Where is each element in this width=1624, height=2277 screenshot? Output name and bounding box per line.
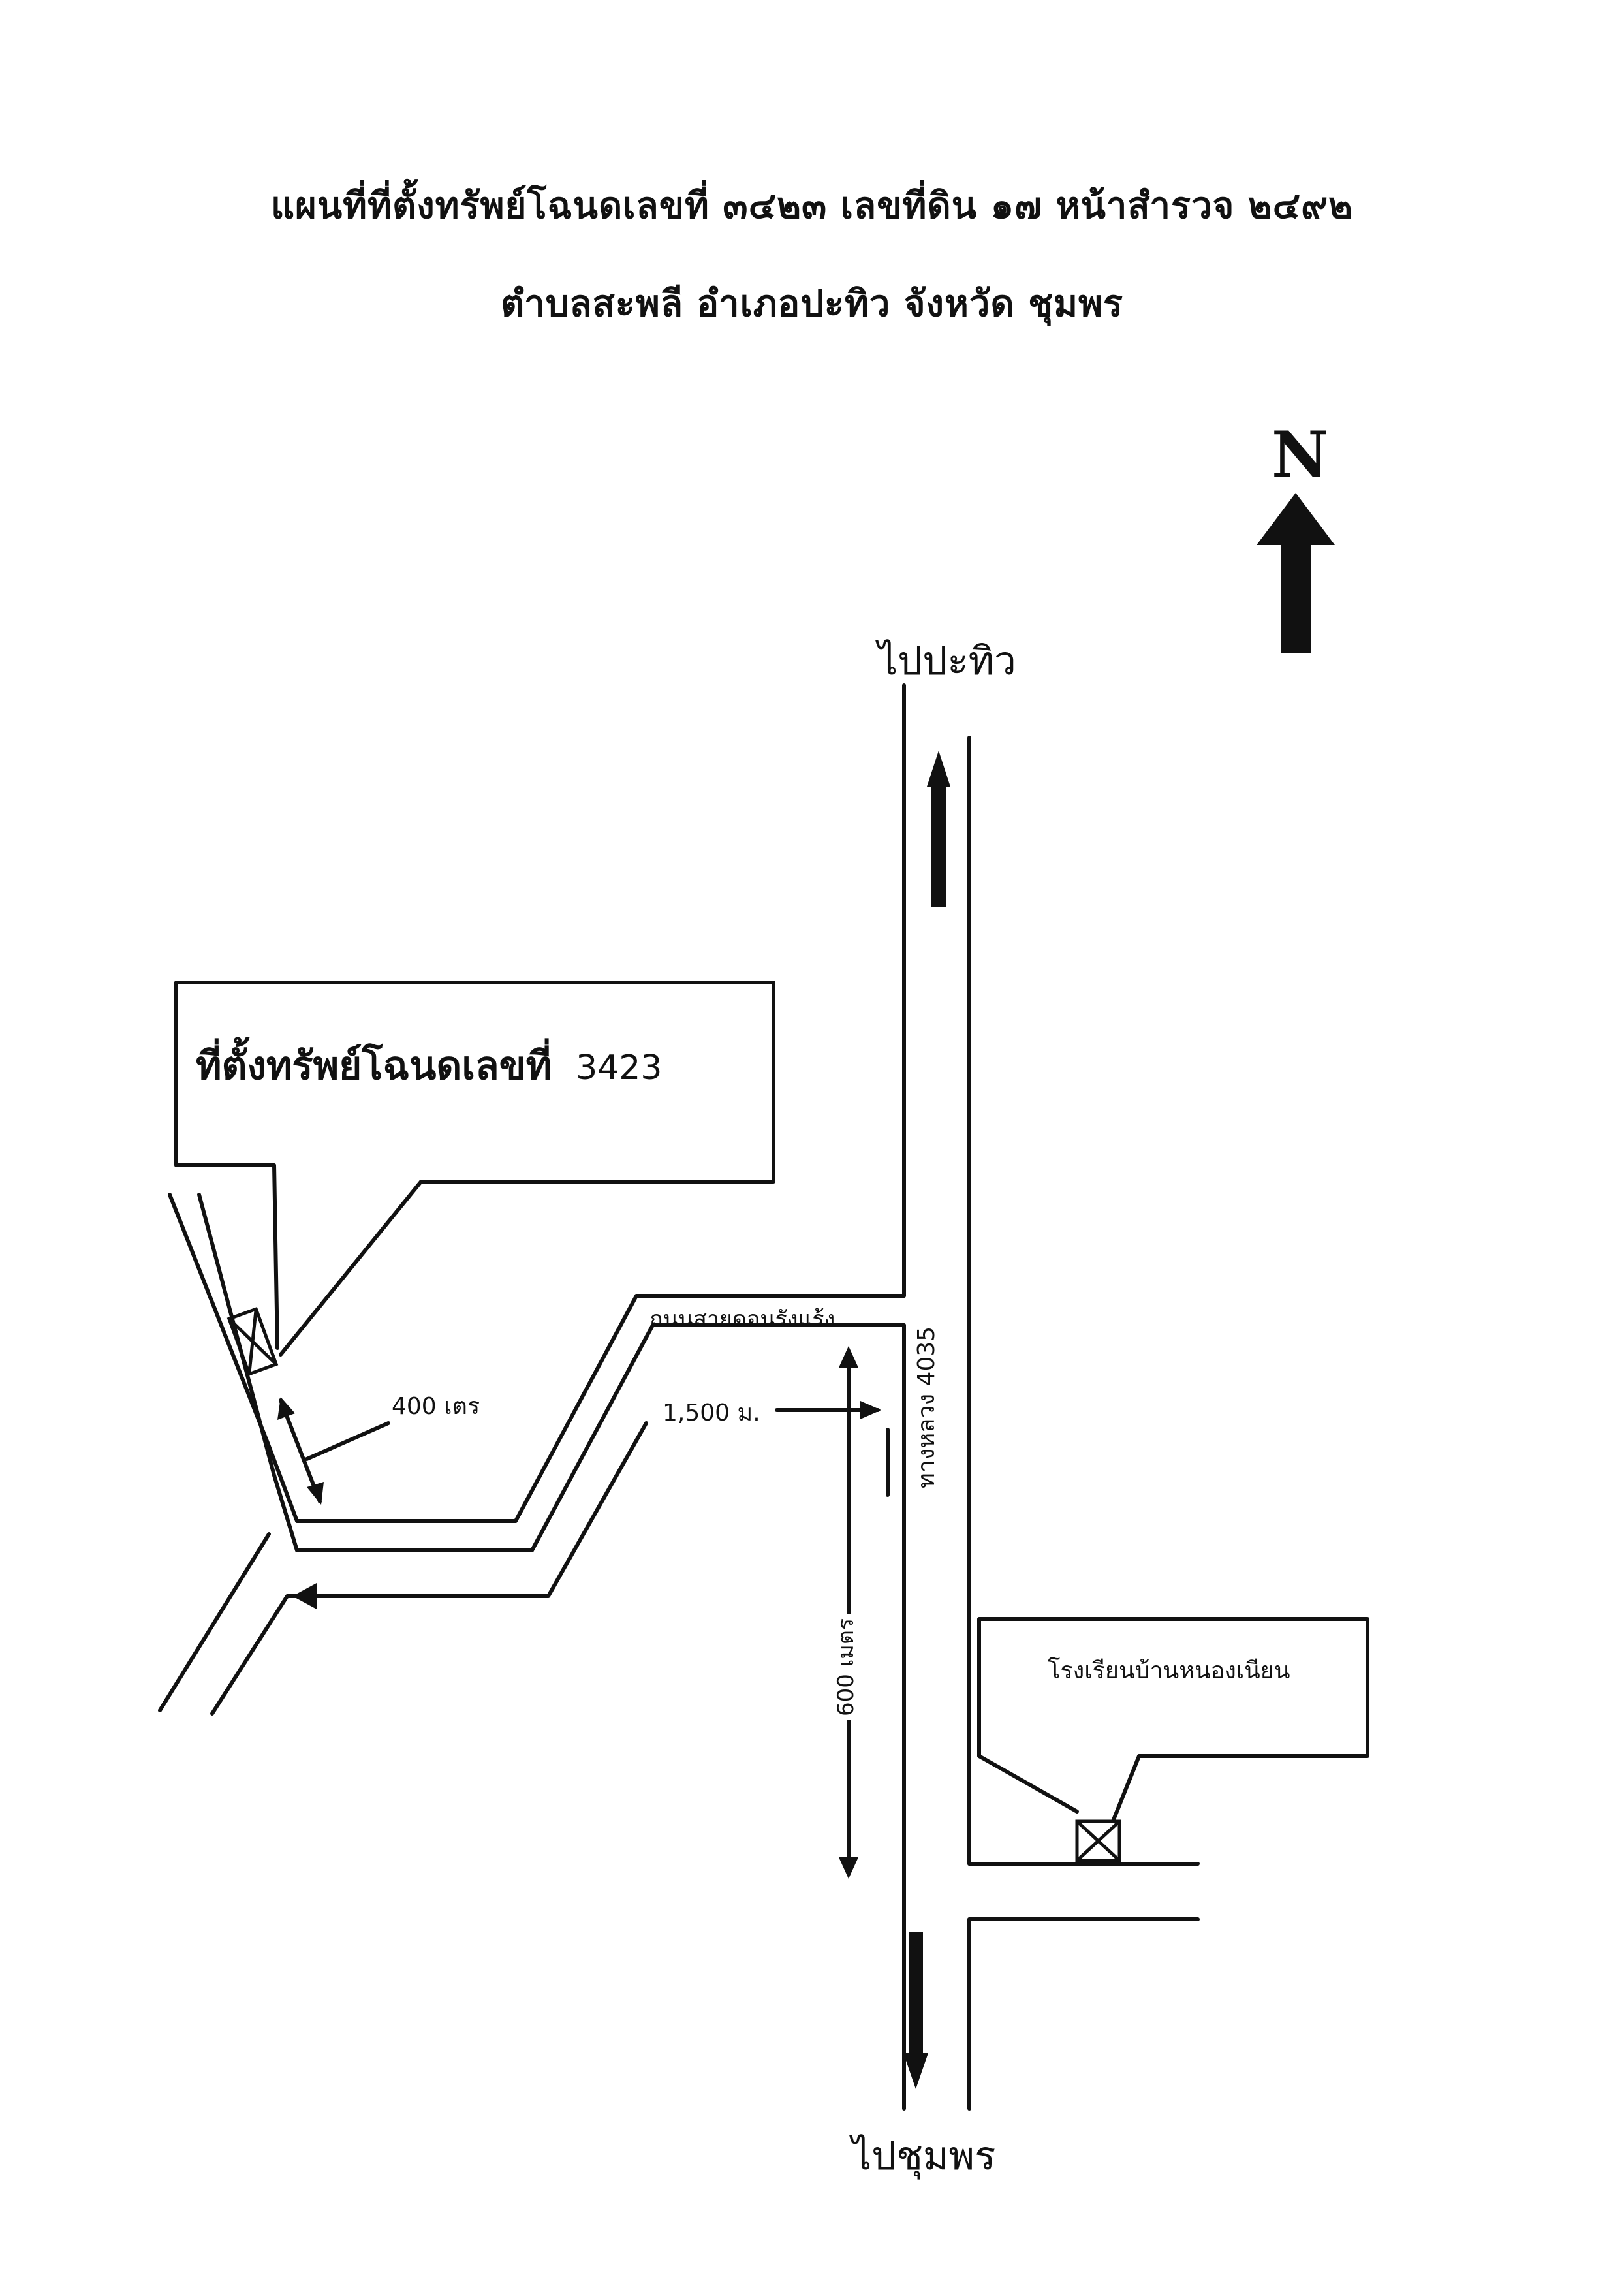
south-travel-arrow-icon <box>903 2053 928 2089</box>
north-label: N <box>1272 418 1329 492</box>
direction-north-label: ไปปะทิว <box>878 638 1016 684</box>
north-travel-arrow-shaft <box>931 783 946 907</box>
map-title-line-1: แผนที่ที่ตั้งทรัพย์โฉนดเลขที่ ๓๔๒๓ เลขที… <box>270 185 1354 227</box>
school-label: โรงเรียนบ้านหนองเนียน <box>1048 1657 1290 1684</box>
property-label-text: ที่ตั้งทรัพย์โฉนดเลขที่ <box>196 1043 552 1089</box>
property-callout-pointer <box>272 1163 279 1350</box>
side-road-north-edge <box>168 1193 906 1523</box>
branch-road-south-edge <box>210 1421 648 1716</box>
branch-road-north-edge <box>158 1532 271 1712</box>
distance-1500-label: 1,500 ม. <box>663 1400 760 1426</box>
north-travel-arrow-icon <box>927 751 950 787</box>
property-marker-icon <box>226 1306 279 1377</box>
distance-600-label: 600 เมตร <box>828 1614 863 1720</box>
d400-leader <box>305 1421 390 1461</box>
side-road-label: ถนนสายดอนรังแร้ง <box>649 1306 835 1332</box>
map-title-line-2: ตำบลสะพลี อำเภอปะทิว จังหวัด ชุมพร <box>500 283 1124 325</box>
westward-arrow-icon <box>292 1583 317 1609</box>
distance-400-label: 400 เตร <box>392 1393 480 1420</box>
highway-label: ทางหลวง 4035 <box>913 1326 940 1488</box>
d400-dimension-line <box>279 1398 322 1503</box>
property-number: 3423 <box>576 1048 663 1088</box>
direction-south-label: ไปชุมพร <box>852 2133 996 2179</box>
school-marker-icon <box>1075 1819 1121 1862</box>
side-road-south-edge <box>197 1193 906 1552</box>
south-travel-arrow-shaft <box>909 1932 923 2056</box>
property-callout-box <box>174 981 775 1357</box>
school-callout-box <box>977 1617 1369 1823</box>
north-arrow-icon <box>1257 493 1335 653</box>
property-label: ที่ตั้งทรัพย์โฉนดเลขที่ 3423 <box>196 1035 662 1097</box>
